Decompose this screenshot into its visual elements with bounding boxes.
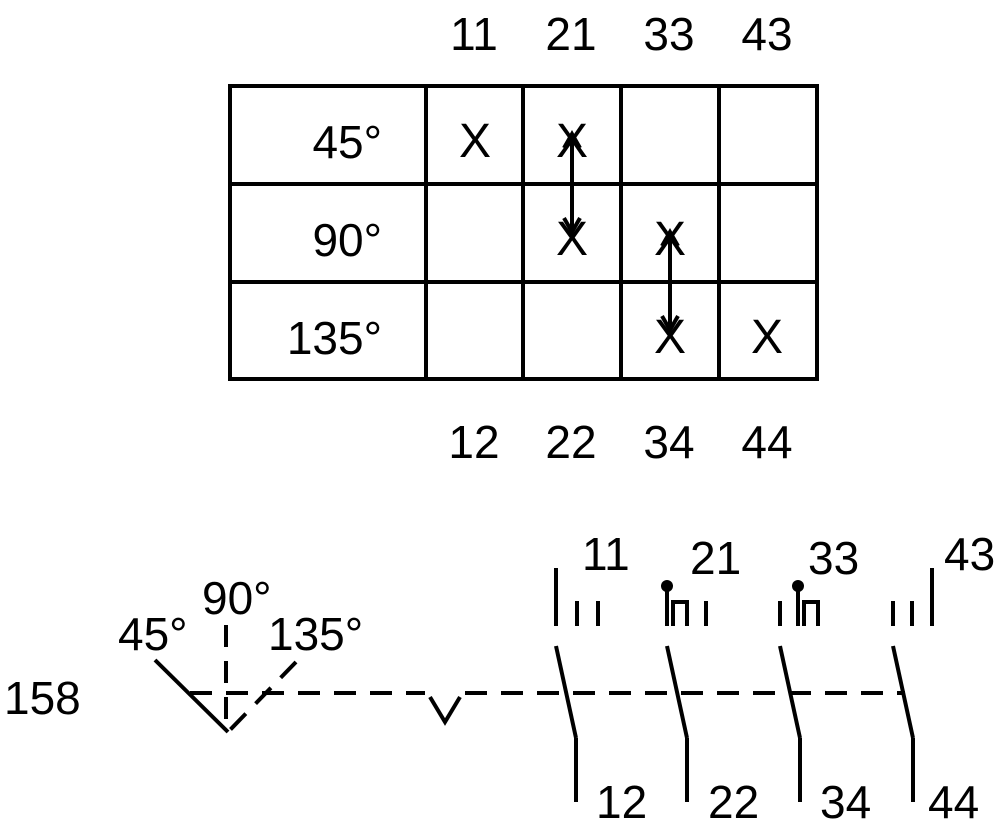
table-bottom-terminal-12: 12 <box>448 416 499 468</box>
table-top-terminal-21: 21 <box>545 8 596 60</box>
contact-21-22 <box>661 580 708 802</box>
contact-terminal-12: 12 <box>596 776 647 828</box>
actuator-angle-135: 135° <box>268 608 363 660</box>
table-bottom-terminal-44: 44 <box>741 416 792 468</box>
contact-terminal-43: 43 <box>944 528 995 580</box>
overlap-arrow-21 <box>562 129 582 237</box>
table-bottom-terminal-34: 34 <box>643 416 694 468</box>
table-row-angle-45: 45° <box>312 116 382 168</box>
table-top-terminal-33: 33 <box>643 8 694 60</box>
table-mark: X <box>751 311 783 364</box>
actuator-angle-45: 45° <box>118 608 188 660</box>
switch-schematic: 158 45° 90° 135° 11 12 <box>4 528 995 828</box>
contact-terminal-11: 11 <box>582 528 630 580</box>
contact-terminal-33: 33 <box>808 532 859 584</box>
overlap-arrow-33 <box>660 227 680 335</box>
table-top-terminal-11: 11 <box>450 8 498 60</box>
contact-11-12 <box>554 568 600 802</box>
table-row-angle-90: 90° <box>312 214 382 266</box>
contact-33-34 <box>778 580 820 802</box>
rotary-actuator-symbol <box>153 625 298 734</box>
table-mark: X <box>459 115 491 168</box>
contact-43-44 <box>891 568 934 802</box>
contact-terminal-21: 21 <box>690 532 741 584</box>
table-top-terminal-43: 43 <box>741 8 792 60</box>
contact-terminal-22: 22 <box>708 776 759 828</box>
actuator-angle-90: 90° <box>202 572 272 624</box>
table-bottom-terminal-22: 22 <box>545 416 596 468</box>
switching-table: 11 21 33 43 45° 90° 135° X X X X X X <box>228 8 819 468</box>
table-row-angle-135: 135° <box>287 312 382 364</box>
device-label: 158 <box>4 672 81 724</box>
contact-terminal-34: 34 <box>820 776 871 828</box>
contact-terminal-44: 44 <box>928 776 979 828</box>
detent-symbol <box>428 695 462 726</box>
